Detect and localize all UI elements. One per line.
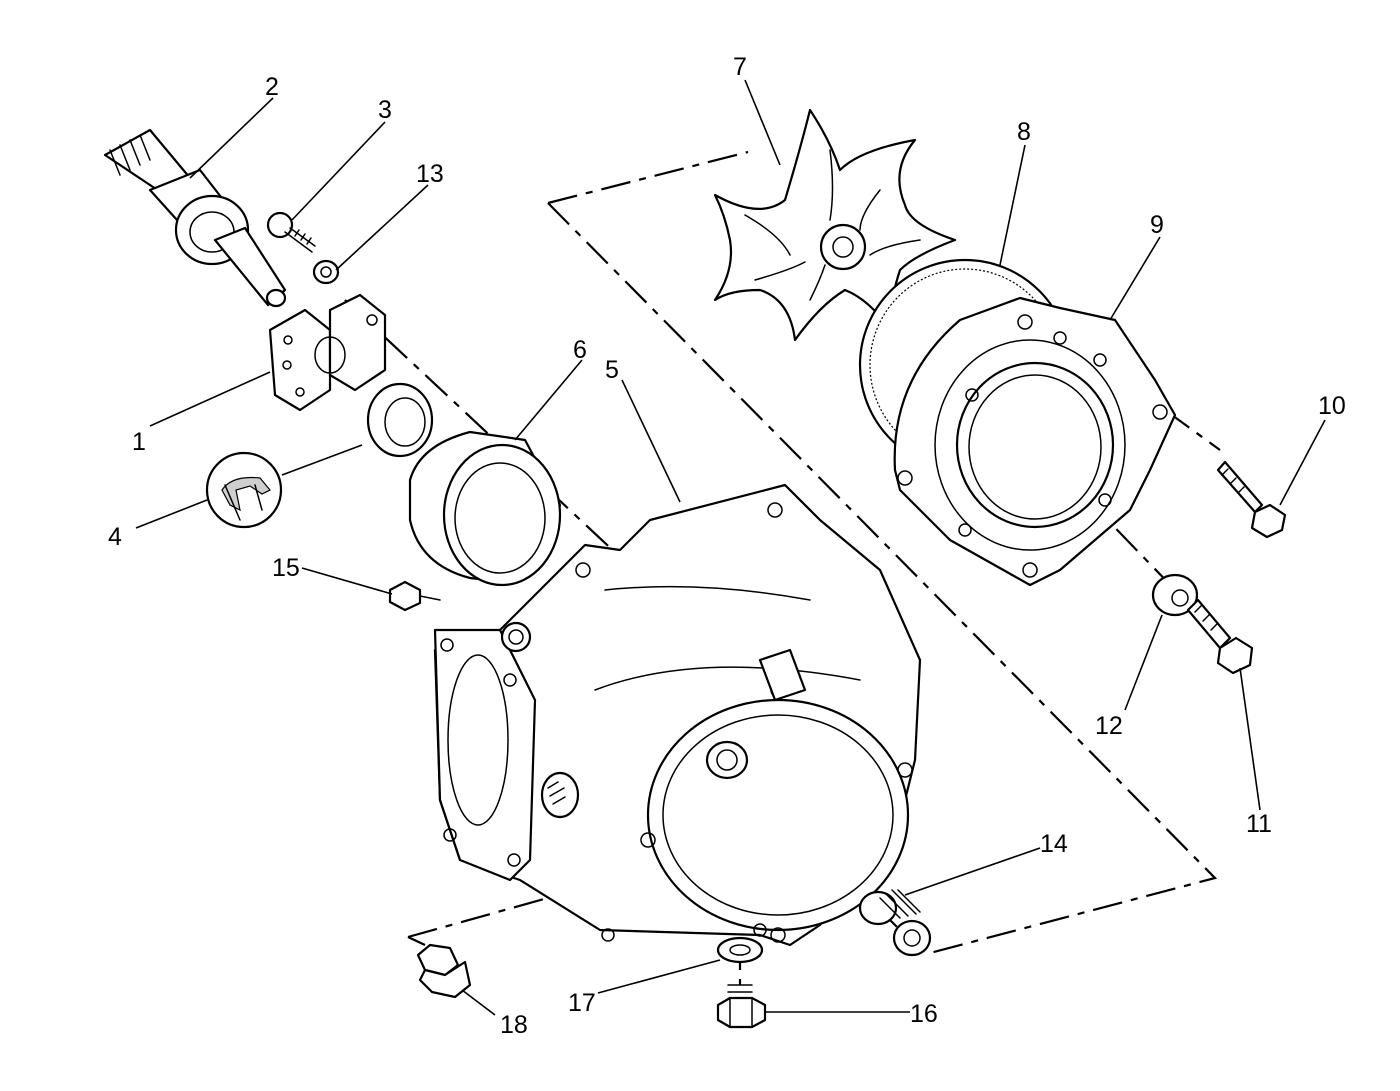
callout-2: 2	[265, 73, 279, 101]
plug-part-16	[716, 984, 767, 1029]
callout-12: 12	[1095, 712, 1123, 740]
callout-5: 5	[605, 356, 619, 384]
callout-11: 11	[1246, 810, 1272, 838]
callout-4: 4	[108, 523, 122, 551]
washer-part-17	[716, 936, 764, 964]
callout-13: 13	[416, 160, 444, 188]
callout-14: 14	[1040, 830, 1068, 858]
washer-part-13	[312, 259, 340, 285]
sleeve-part-6	[408, 430, 562, 587]
washer-part-12	[1151, 573, 1199, 617]
leader-lines	[135, 79, 1326, 1016]
coupling-part-1	[268, 293, 387, 412]
bolt-part-10	[1216, 460, 1287, 539]
cover-part-9	[893, 296, 1177, 587]
screw-part-3	[266, 211, 316, 253]
plug-part-15	[388, 580, 441, 612]
bolt-part-11	[1186, 598, 1254, 675]
shaft-part-2	[103, 128, 287, 308]
spring-part-14	[858, 889, 932, 957]
callout-8: 8	[1017, 118, 1031, 146]
seal-part-4	[205, 382, 434, 529]
callout-3: 3	[378, 96, 392, 124]
housing-part-5	[433, 483, 922, 947]
callout-9: 9	[1150, 211, 1164, 239]
plug-part-18	[416, 943, 472, 999]
callout-7: 7	[733, 53, 747, 81]
callout-labels: 1 2 3 4 5 6 7 8 9 10 11 12 13 14 15 16 1…	[108, 53, 1346, 1039]
callout-1: 1	[132, 428, 146, 456]
callout-17: 17	[568, 989, 596, 1017]
callout-18: 18	[500, 1011, 528, 1039]
callout-16: 16	[910, 1000, 938, 1028]
impeller-part-7	[713, 108, 957, 342]
callout-6: 6	[573, 336, 587, 364]
callout-10: 10	[1318, 392, 1346, 420]
callout-15: 15	[272, 554, 300, 582]
